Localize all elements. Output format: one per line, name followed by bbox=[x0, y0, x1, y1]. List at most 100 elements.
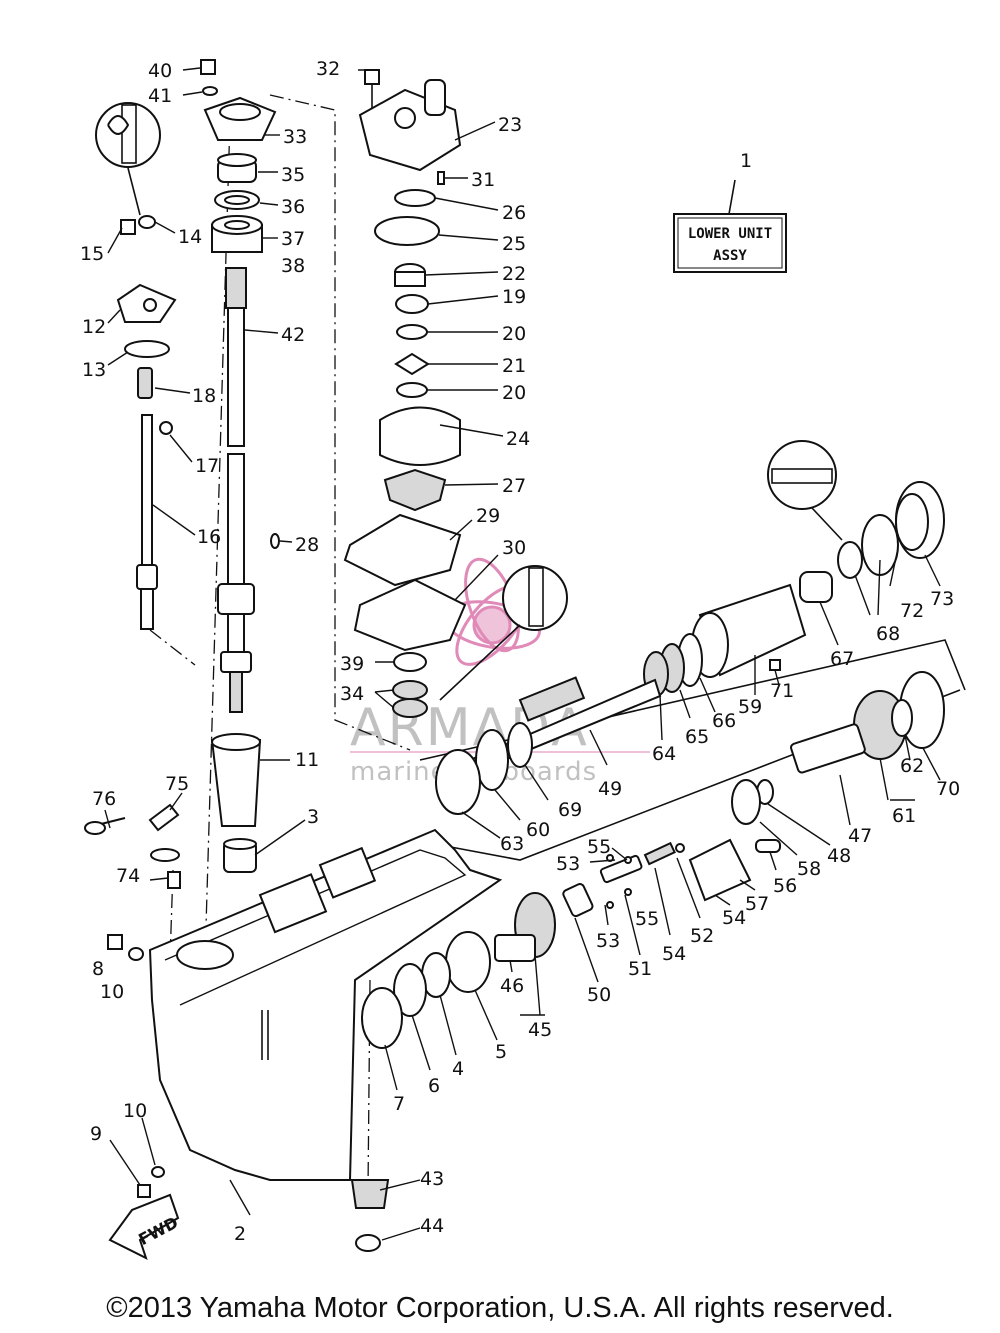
part-label-26: 26 bbox=[502, 202, 526, 224]
insert-cartridge-24 bbox=[379, 406, 461, 466]
part-label-9: 9 bbox=[90, 1123, 102, 1145]
part-label-34: 34 bbox=[340, 683, 364, 705]
pin-31 bbox=[437, 171, 445, 185]
part-label-4: 4 bbox=[452, 1058, 464, 1080]
part-label-66: 66 bbox=[712, 710, 736, 732]
part-label-37: 37 bbox=[281, 228, 305, 250]
part-label-60: 60 bbox=[526, 819, 550, 841]
part-label-63: 63 bbox=[500, 833, 524, 855]
part-label-10a: 10 bbox=[100, 981, 124, 1003]
part-label-17: 17 bbox=[195, 455, 219, 477]
part-label-50: 50 bbox=[587, 984, 611, 1006]
part-label-24: 24 bbox=[506, 428, 530, 450]
washer-7 bbox=[361, 987, 403, 1049]
part-label-55a: 55 bbox=[587, 836, 611, 858]
o-ring-68 bbox=[837, 541, 863, 579]
boot-18 bbox=[137, 367, 153, 399]
part-label-43: 43 bbox=[420, 1168, 444, 1190]
part-label-52: 52 bbox=[690, 925, 714, 947]
part-label-55b: 55 bbox=[635, 908, 659, 930]
part-label-56: 56 bbox=[773, 875, 797, 897]
part-label-27: 27 bbox=[502, 475, 526, 497]
part-label-73: 73 bbox=[930, 588, 954, 610]
nut-44 bbox=[355, 1234, 381, 1252]
part-label-45: 45 bbox=[528, 1019, 552, 1041]
part-label-18: 18 bbox=[192, 385, 216, 407]
part-label-33: 33 bbox=[283, 126, 307, 148]
part-label-1: 1 bbox=[740, 150, 752, 172]
spring-58 bbox=[731, 779, 761, 825]
part-label-57: 57 bbox=[745, 893, 769, 915]
spacer-60 bbox=[475, 729, 509, 791]
part-label-53b: 53 bbox=[596, 930, 620, 952]
dog-clutch-57 bbox=[688, 838, 752, 902]
part-label-75: 75 bbox=[165, 773, 189, 795]
part-label-54b: 54 bbox=[722, 907, 746, 929]
part-label-20b: 20 bbox=[502, 382, 526, 404]
part-label-15: 15 bbox=[80, 243, 104, 265]
part-label-59: 59 bbox=[738, 696, 762, 718]
part-label-76: 76 bbox=[92, 788, 116, 810]
gasket-30 bbox=[353, 578, 467, 652]
part-label-53a: 53 bbox=[556, 853, 580, 875]
part-label-49: 49 bbox=[598, 778, 622, 800]
part-label-30: 30 bbox=[502, 537, 526, 559]
part-label-5: 5 bbox=[495, 1041, 507, 1063]
spring-54 bbox=[643, 841, 676, 866]
part-label-69: 69 bbox=[558, 799, 582, 821]
bearing-6 bbox=[393, 963, 427, 1017]
part-label-19: 19 bbox=[502, 286, 526, 308]
bolt-15 bbox=[120, 219, 136, 235]
bolt-8 bbox=[107, 934, 123, 950]
bolt-32 bbox=[364, 69, 380, 85]
part-label-29: 29 bbox=[476, 505, 500, 527]
washer-41 bbox=[202, 86, 218, 96]
part-label-11: 11 bbox=[295, 749, 319, 771]
pin-28 bbox=[270, 533, 280, 549]
shift-cam-50 bbox=[562, 883, 594, 918]
part-label-42: 42 bbox=[281, 324, 305, 346]
part-label-48: 48 bbox=[827, 845, 851, 867]
clip-14 bbox=[138, 215, 156, 229]
washer-63 bbox=[435, 749, 481, 815]
part-label-16: 16 bbox=[197, 526, 221, 548]
drive-shaft-group bbox=[200, 59, 280, 873]
bearing-62 bbox=[891, 699, 913, 737]
part-label-70: 70 bbox=[936, 778, 960, 800]
fwd-direction-arrow: FWD bbox=[108, 1193, 181, 1260]
bushing-46 bbox=[494, 934, 536, 962]
part-label-22: 22 bbox=[502, 263, 526, 285]
seal-39 bbox=[393, 652, 427, 672]
part-label-21: 21 bbox=[502, 355, 526, 377]
part-label-23: 23 bbox=[498, 114, 522, 136]
o-ring-25 bbox=[374, 216, 440, 246]
part-label-64: 64 bbox=[652, 743, 676, 765]
part-label-74: 74 bbox=[116, 865, 140, 887]
leader-lines bbox=[104, 67, 941, 1241]
part-label-35: 35 bbox=[281, 164, 305, 186]
part-label-39: 39 bbox=[340, 653, 364, 675]
part-label-47: 47 bbox=[848, 825, 872, 847]
part-label-65: 65 bbox=[685, 726, 709, 748]
part-label-46: 46 bbox=[500, 975, 524, 997]
part-label-67: 67 bbox=[830, 648, 854, 670]
part-label-28: 28 bbox=[295, 534, 319, 556]
oil-seal-34b bbox=[392, 698, 428, 718]
part-label-44: 44 bbox=[420, 1215, 444, 1237]
part-number-labels: 1 2 3 4 5 6 7 8 9 10 10 11 12 13 14 15 1… bbox=[80, 58, 960, 1245]
part-label-54a: 54 bbox=[662, 943, 686, 965]
part-label-12: 12 bbox=[82, 316, 106, 338]
part-label-10b: 10 bbox=[123, 1100, 147, 1122]
shift-rod-16 bbox=[141, 414, 153, 566]
part-label-32: 32 bbox=[316, 58, 340, 80]
sleeve-11 bbox=[210, 739, 262, 827]
shift-rod-group bbox=[95, 102, 177, 630]
copyright-notice: ©2013 Yamaha Motor Corporation, U.S.A. A… bbox=[106, 1292, 894, 1324]
lower-unit-box-line2: ASSY bbox=[713, 248, 747, 264]
lower-casing-group bbox=[84, 803, 503, 1198]
part-label-6: 6 bbox=[428, 1075, 440, 1097]
drive-shaft-lower bbox=[227, 453, 245, 585]
part-label-7: 7 bbox=[393, 1093, 405, 1115]
clip-17 bbox=[159, 421, 174, 435]
bolt-40 bbox=[200, 59, 216, 75]
